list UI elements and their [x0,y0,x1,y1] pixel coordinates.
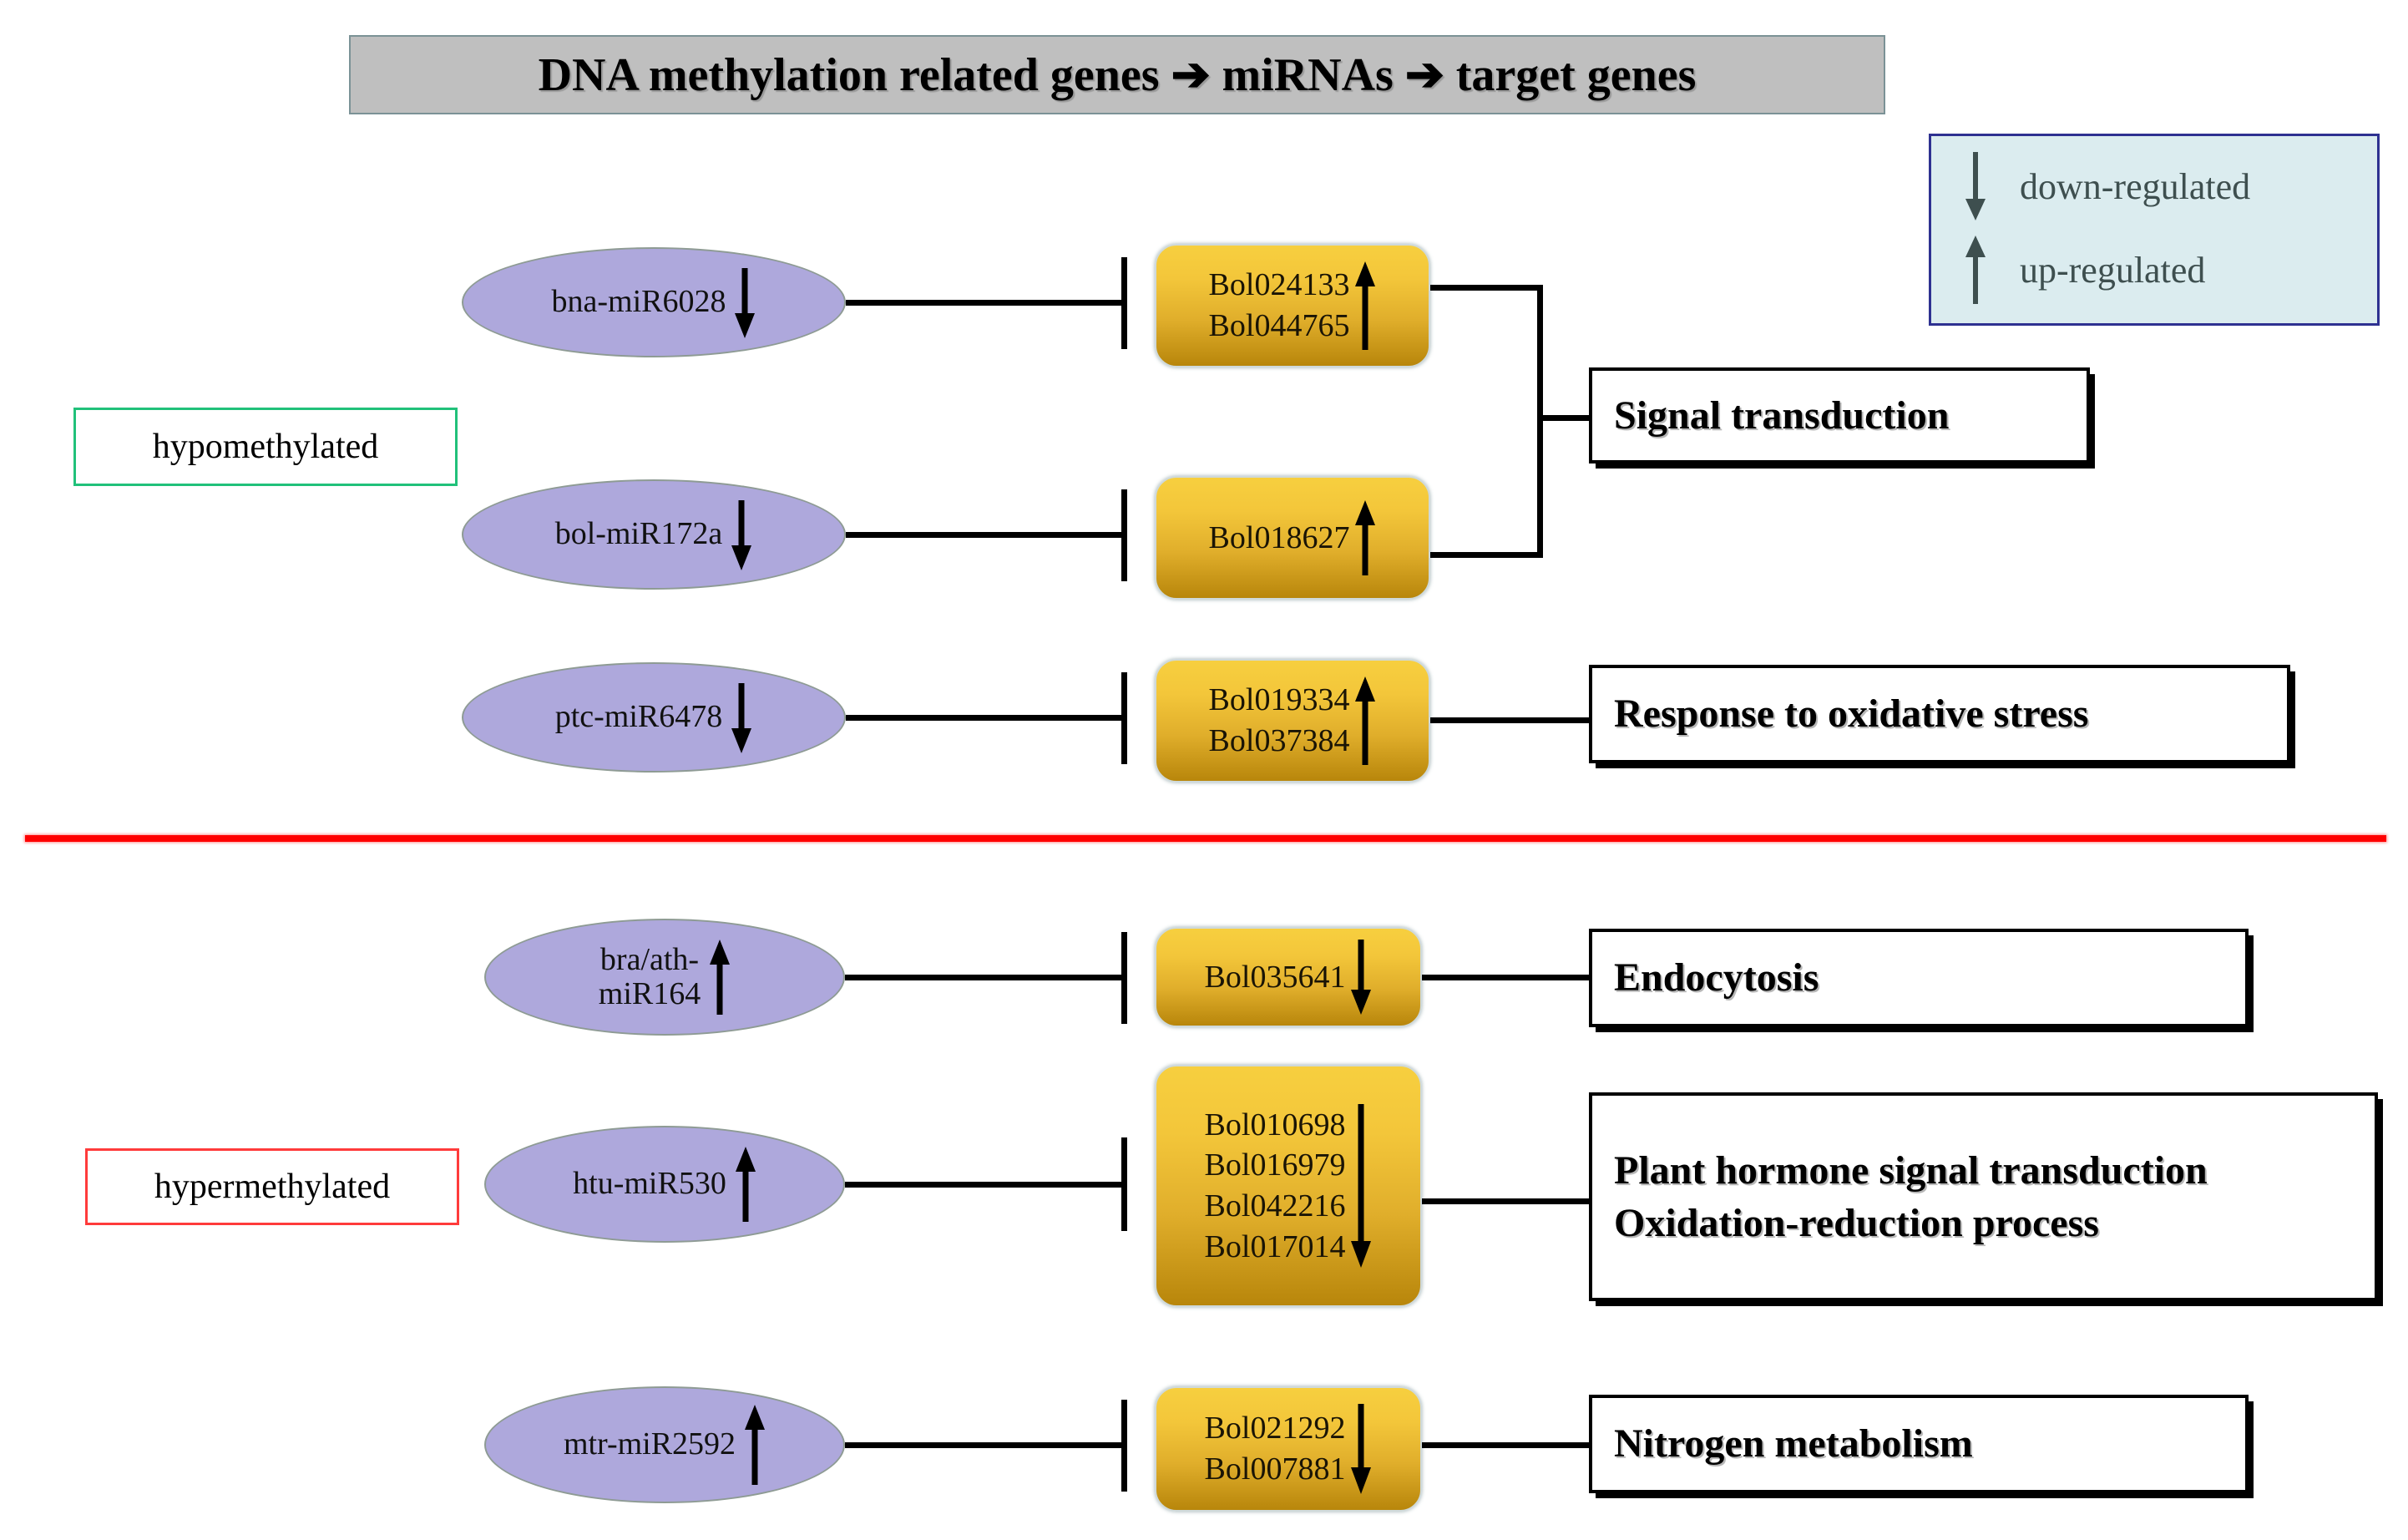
edge-mirna-to-gene [845,1182,1121,1188]
function-label: Nitrogen metabolism [1614,1421,1973,1467]
function-label: Response to oxidative stress [1614,691,2089,737]
arrow-up-icon [744,1403,766,1487]
function-box-endocytosis[interactable]: Endocytosis [1589,929,2249,1027]
function-box-response-to-oxidative-stress[interactable]: Response to oxidative stress [1589,665,2290,763]
gene-box-bol024133-bol044765[interactable]: Bol024133 Bol044765 [1155,244,1430,367]
edge-gene-to-function [1430,717,1594,723]
mirna-label: mtr-miR2592 [563,1426,736,1462]
gene-box-bol035641[interactable]: Bol035641 [1155,927,1422,1027]
gene-list: Bol024133 Bol044765 [1208,267,1350,343]
edge-mirna-to-gene [846,300,1121,306]
gene-list: Bol010698 Bol016979 Bol042216 Bol017014 [1204,1107,1346,1264]
gene-box-bol018627[interactable]: Bol018627 [1155,476,1430,600]
edge-gene-to-function [1422,1198,1593,1204]
arrow-down-icon [1350,1402,1372,1496]
arrow-down-icon [731,499,752,570]
gene-list: Bol021292 Bol007881 [1204,1411,1346,1487]
mirna-node-mtr-miR2592[interactable]: mtr-miR2592 [484,1386,845,1503]
arrow-up-icon [1953,234,1998,306]
legend-item-down-regulated: down-regulated [1953,144,2377,228]
function-box-nitrogen-metabolism[interactable]: Nitrogen metabolism [1589,1395,2249,1493]
inhibition-bar-icon [1121,1400,1127,1492]
mirna-node-bol-miR172a[interactable]: bol-miR172a [462,479,846,590]
legend-box: down-regulated up-regulated [1929,134,2380,326]
legend-label-down: down-regulated [2020,165,2251,207]
arrow-down-icon [1953,150,1998,222]
mirna-label: bna-miR6028 [551,284,726,320]
inhibition-bar-icon [1121,1137,1127,1231]
inhibition-bar-icon [1121,932,1127,1024]
gene-box-bol019334-bol037384[interactable]: Bol019334 Bol037384 [1155,659,1430,783]
bracket-spine [1537,285,1543,558]
mirna-label: bol-miR172a [554,516,723,552]
arrow-down-icon [734,266,756,338]
inhibition-bar-icon [1121,489,1127,581]
function-label: Signal transduction [1614,393,1950,438]
bracket-stem [1537,415,1618,421]
arrow-up-icon [1354,260,1376,352]
mirna-node-bna-miR6028[interactable]: bna-miR6028 [462,247,846,357]
state-tag-hypomethylated: hypomethylated [73,408,458,486]
gene-box-bol010698-bol016979-bol042216-bol017014[interactable]: Bol010698 Bol016979 Bol042216 Bol017014 [1155,1065,1422,1307]
function-box-plant-hormone-oxidation-reduction[interactable]: Plant hormone signal transduction Oxidat… [1589,1092,2378,1301]
bracket-bottom-arm [1430,552,1543,558]
edge-mirna-to-gene [845,975,1121,980]
diagram-title: DNA methylation related genes ➔ miRNAs ➔… [538,49,1697,101]
arrow-down-icon [1350,938,1372,1016]
arrow-up-icon [735,1145,756,1223]
mirna-label: htu-miR530 [573,1166,726,1202]
section-divider [25,835,2386,842]
inhibition-bar-icon [1121,672,1127,764]
arrow-down-icon [1350,1102,1372,1269]
state-tag-hypomethylated-label: hypomethylated [152,428,379,466]
arrow-up-icon [709,938,731,1016]
function-label: Plant hormone signal transduction Oxidat… [1614,1147,2208,1245]
mirna-node-ptc-miR6478[interactable]: ptc-miR6478 [462,662,846,773]
mirna-label: ptc-miR6478 [554,699,723,735]
gene-list: Bol018627 [1208,519,1350,555]
bracket-top-arm [1430,285,1543,291]
edge-mirna-to-gene [846,715,1121,721]
legend-label-up: up-regulated [2020,249,2206,291]
gene-list: Bol035641 [1204,959,1346,995]
gene-list: Bol019334 Bol037384 [1208,682,1350,758]
edge-gene-to-function [1422,975,1593,980]
edge-mirna-to-gene [845,1442,1121,1448]
mirna-node-htu-miR530[interactable]: htu-miR530 [484,1126,845,1243]
function-label: Endocytosis [1614,955,1819,1000]
inhibition-bar-icon [1121,257,1127,349]
arrow-up-icon [1354,675,1376,767]
state-tag-hypermethylated: hypermethylated [85,1148,459,1225]
edge-mirna-to-gene [846,532,1121,538]
mirna-label: bra/ath- miR164 [598,941,701,1011]
arrow-up-icon [1354,499,1376,577]
diagram-title-banner: DNA methylation related genes ➔ miRNAs ➔… [349,35,1885,114]
function-box-signal-transduction[interactable]: Signal transduction [1589,367,2090,464]
edge-gene-to-function [1422,1442,1593,1448]
gene-box-bol021292-bol007881[interactable]: Bol021292 Bol007881 [1155,1386,1422,1512]
mirna-node-bra-ath-miR164[interactable]: bra/ath- miR164 [484,919,845,1036]
state-tag-hypermethylated-label: hypermethylated [154,1168,391,1206]
legend-item-up-regulated: up-regulated [1953,228,2377,312]
arrow-down-icon [731,681,752,753]
